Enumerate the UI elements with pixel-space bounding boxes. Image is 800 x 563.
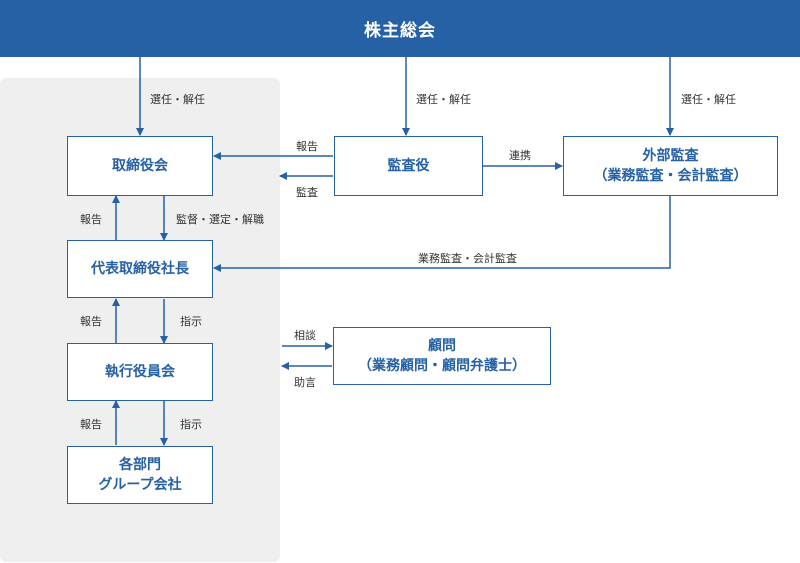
advisor-sublabel: （業務顧問・顧問弁護士）	[358, 358, 526, 374]
shareholders-meeting-banner: 株主総会	[0, 0, 800, 57]
label-cooperation: 連携	[509, 149, 531, 162]
label-supervise: 監督・選定・解職	[176, 213, 264, 226]
label-report-to-board: 報告	[296, 140, 318, 153]
external-audit-label: 外部監査	[642, 148, 699, 164]
label-exec-report: 報告	[80, 315, 102, 328]
label-instruct-exec: 指示	[180, 315, 202, 328]
board-box: 取締役会	[67, 136, 213, 196]
auditor-box: 監査役	[334, 136, 483, 196]
label-audit-board: 監査	[296, 186, 318, 199]
auditor-label: 監査役	[387, 158, 430, 174]
depts-sublabel: グループ会社	[98, 477, 182, 493]
arrow-external-to-ceo	[213, 196, 671, 272]
ceo-label: 代表取締役社長	[91, 261, 189, 277]
label-instruct-depts: 指示	[180, 418, 202, 431]
label-advice: 助言	[294, 376, 316, 389]
label-consult: 相談	[294, 329, 316, 342]
ceo-box: 代表取締役社長	[67, 240, 213, 298]
board-label: 取締役会	[112, 158, 168, 174]
depts-box: 各部門 グループ会社	[67, 446, 213, 504]
shareholders-meeting-title: 株主総会	[364, 21, 436, 41]
advisor-label: 顧問	[428, 338, 456, 354]
label-external-to-ceo: 業務監査・会計監査	[418, 252, 517, 265]
label-appoint-external: 選任・解任	[681, 93, 736, 106]
exec-label: 執行役員会	[105, 364, 175, 380]
external-audit-sublabel: （業務監査・会計監査）	[593, 168, 748, 184]
label-appoint-auditor: 選任・解任	[416, 93, 471, 106]
label-ceo-report: 報告	[80, 213, 102, 226]
label-appoint-board: 選任・解任	[150, 93, 205, 106]
advisor-box: 顧問 （業務顧問・顧問弁護士）	[333, 327, 551, 385]
exec-box: 執行役員会	[67, 343, 213, 401]
label-depts-report: 報告	[80, 418, 102, 431]
external-audit-box: 外部監査 （業務監査・会計監査）	[563, 136, 778, 196]
depts-label: 各部門	[119, 457, 161, 473]
